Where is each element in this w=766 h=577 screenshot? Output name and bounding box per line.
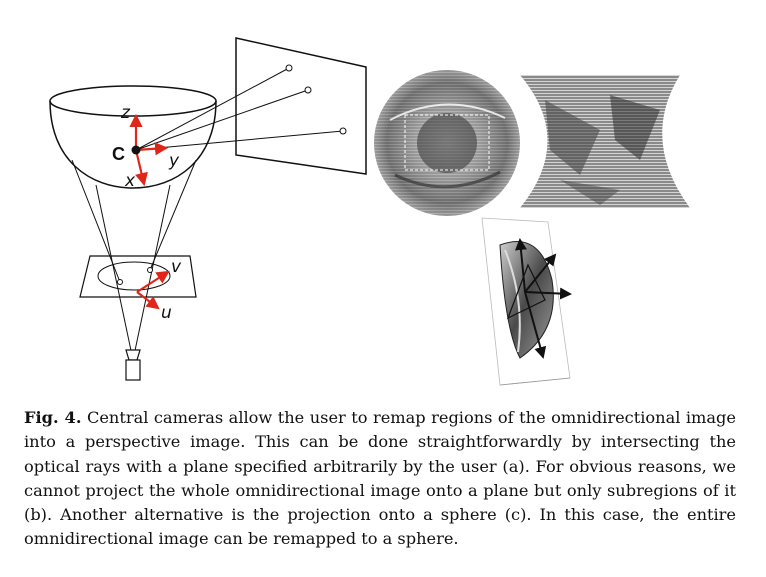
caption-label: Fig. 4. xyxy=(24,408,81,427)
image-plane-points xyxy=(118,268,153,285)
unwrapped-image xyxy=(520,75,690,208)
axis-label-v: v xyxy=(171,257,182,277)
figure-illustration: z y x C v u xyxy=(0,0,766,400)
axis-label-u: u xyxy=(161,303,172,323)
caption-text: Central cameras allow the user to remap … xyxy=(24,408,736,548)
figure-caption: Fig. 4. Central cameras allow the user t… xyxy=(24,406,736,552)
axis-label-z: z xyxy=(120,103,131,123)
center-label: C xyxy=(112,144,125,164)
axis-label-x: x xyxy=(124,171,136,191)
center-point xyxy=(132,146,141,155)
optical-rays xyxy=(136,68,343,150)
camera-icon xyxy=(126,350,140,380)
sphere-projection xyxy=(482,218,570,385)
omnidirectional-image xyxy=(374,70,520,216)
axis-label-y: y xyxy=(168,151,180,171)
ray-endpoints xyxy=(286,65,346,134)
image-plane-circle xyxy=(98,262,170,290)
perspective-plane xyxy=(236,38,366,174)
